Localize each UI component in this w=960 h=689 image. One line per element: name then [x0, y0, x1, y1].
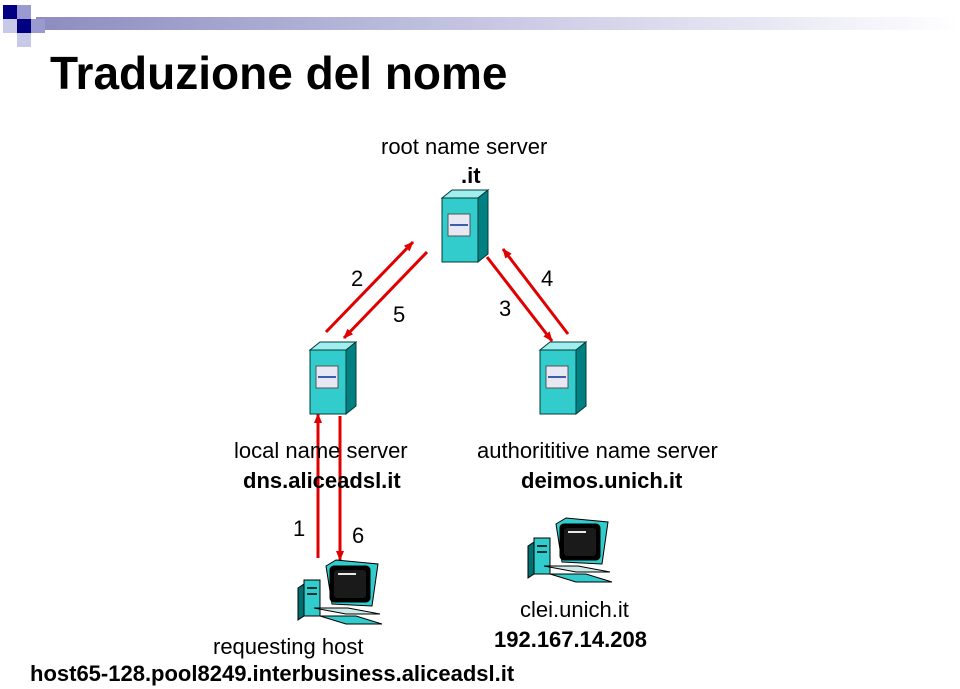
clei-host-label: clei.unich.it — [520, 597, 629, 622]
authoritative-server-domain: deimos.unich.it — [521, 468, 683, 493]
slide-title: Traduzione del nome — [50, 47, 508, 99]
step-number: 3 — [499, 296, 512, 321]
arrow-step-5 — [342, 250, 429, 340]
root-server-label: root name server — [381, 134, 548, 159]
requesting-host-label: requesting host — [213, 634, 364, 659]
step-number: 4 — [541, 266, 554, 291]
server-icon — [538, 340, 588, 416]
root-server-domain: .it — [461, 163, 481, 188]
clei-host-ip: 192.167.14.208 — [494, 627, 647, 652]
local-server-domain: dns.aliceadsl.it — [243, 468, 401, 493]
step-number: 1 — [293, 516, 306, 541]
step-number: 5 — [393, 302, 406, 327]
arrow-step-2 — [324, 240, 415, 334]
step-number: 2 — [351, 266, 364, 291]
step-number: 6 — [352, 523, 365, 548]
local-server-label: local name server — [234, 438, 408, 463]
server-icon — [308, 340, 358, 416]
arrow-step-3 — [485, 256, 554, 342]
authoritative-server-label: authorititive name server — [477, 438, 718, 463]
arrow-step-4 — [501, 248, 570, 335]
requesting-host-domain: host65-128.pool8249.interbusiness.alicea… — [30, 661, 515, 686]
workstation-icon — [527, 517, 613, 583]
header-decoration — [3, 5, 960, 47]
server-icon — [440, 188, 490, 264]
workstation-icon — [297, 559, 383, 625]
